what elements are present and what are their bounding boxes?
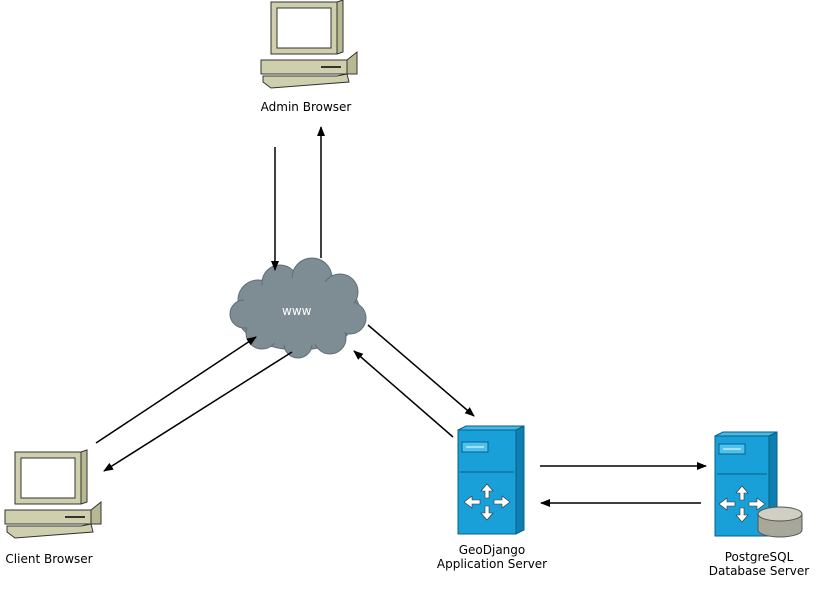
app-server-label-line1: GeoDjango <box>458 543 526 557</box>
arrow-app-to-www <box>353 350 454 438</box>
app-server-label: GeoDjango Application Server <box>426 543 558 571</box>
admin-browser-label: Admin Browser <box>260 100 352 114</box>
admin-computer-icon <box>260 0 358 89</box>
db-server-label: PostgreSQL Database Server <box>702 550 816 578</box>
db-server-label-line2: Database Server <box>708 564 810 578</box>
www-label: www <box>282 304 312 318</box>
client-browser-label: Client Browser <box>5 552 93 566</box>
arrow-www-to-client <box>103 351 293 472</box>
app-server-icon <box>457 425 525 535</box>
db-server-icon <box>714 431 803 538</box>
client-computer-icon <box>4 449 102 539</box>
arrow-client-to-www <box>95 336 257 444</box>
www-cloud-icon <box>229 257 367 359</box>
arrow-www-to-app <box>367 324 475 417</box>
app-server-label-line2: Application Server <box>436 557 548 571</box>
database-cylinder-icon <box>757 506 803 538</box>
db-server-label-line1: PostgreSQL <box>724 550 794 564</box>
